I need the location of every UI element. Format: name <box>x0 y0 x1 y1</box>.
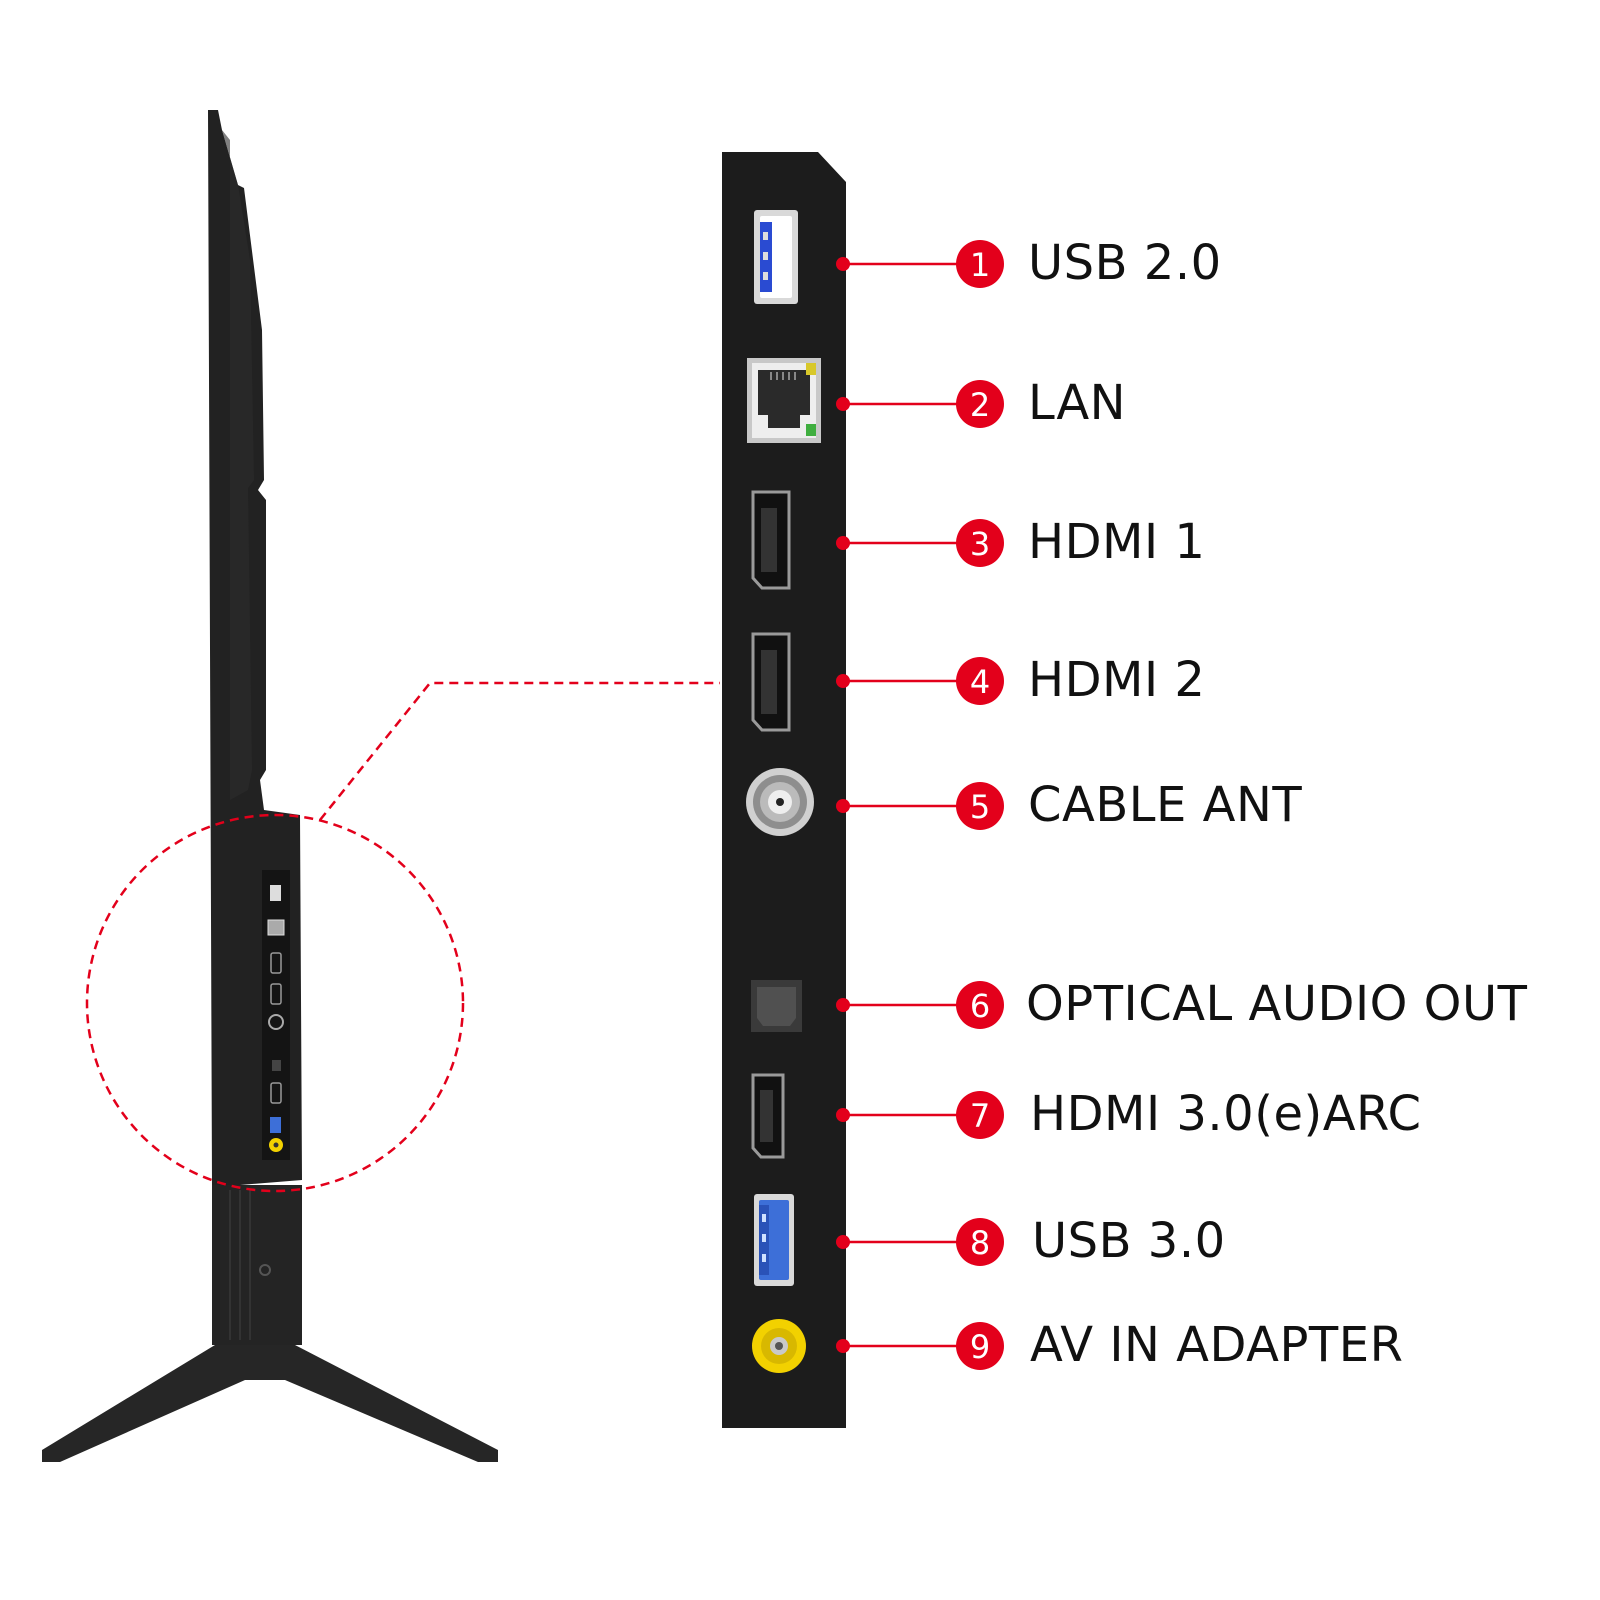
mini-port-optical <box>272 1060 281 1071</box>
connector-dot-5 <box>836 799 850 813</box>
port-connectors: 1 2 3 4 5 6 7 8 9 <box>836 240 1004 1370</box>
port-label-9: AV IN ADAPTER <box>1030 1317 1404 1373</box>
connector-dot-1 <box>836 257 850 271</box>
port-label-1: USB 2.0 <box>1028 235 1222 291</box>
port-label-2: LAN <box>1028 375 1127 431</box>
mini-port-coax <box>268 1014 284 1030</box>
port-number-badge-6 <box>956 981 1004 1029</box>
zoom-callout-leader <box>319 681 720 821</box>
port-label-6: OPTICAL AUDIO OUT <box>1026 976 1528 1032</box>
coax-port-icon <box>746 768 814 836</box>
port-number-badge-5 <box>956 782 1004 830</box>
hdmi-port-icon-2 <box>751 632 791 732</box>
port-number-badge-7 <box>956 1091 1004 1139</box>
tv-side-profile <box>42 110 498 1462</box>
port-label-8: USB 3.0 <box>1032 1213 1226 1269</box>
hdmi-port-icon-3 <box>751 1073 785 1159</box>
port-number-badge-1 <box>956 240 1004 288</box>
port-label-3: HDMI 1 <box>1028 514 1206 570</box>
port-number-badge-8 <box>956 1218 1004 1266</box>
port-number-1: 1 <box>970 246 990 284</box>
connector-dot-2 <box>836 397 850 411</box>
connector-dot-9 <box>836 1339 850 1353</box>
mini-port-hdmi1 <box>270 952 282 974</box>
mini-port-hdmi2 <box>270 983 282 1005</box>
port-number-9: 9 <box>970 1328 990 1366</box>
optical-port-icon <box>751 980 802 1032</box>
port-label-5: CABLE ANT <box>1028 777 1303 833</box>
port-number-5: 5 <box>970 788 990 826</box>
port-number-badge-3 <box>956 519 1004 567</box>
av-port-icon <box>752 1319 806 1373</box>
stand-feet <box>42 1345 498 1462</box>
mini-port-lan <box>267 919 285 936</box>
port-number-badge-4 <box>956 657 1004 705</box>
connector-dot-6 <box>836 998 850 1012</box>
port-number-2: 2 <box>970 386 990 424</box>
stand-screw <box>259 1264 271 1276</box>
stand-neck <box>212 1185 302 1345</box>
mini-port-usb2 <box>270 885 281 901</box>
hdmi-port-icon-1 <box>751 490 791 590</box>
mini-port-av-hole <box>273 1142 279 1148</box>
port-number-3: 3 <box>970 525 990 563</box>
connector-dot-8 <box>836 1235 850 1249</box>
stand-neck-ribs <box>229 1190 251 1340</box>
connector-dot-4 <box>836 674 850 688</box>
port-label-7: HDMI 3.0(e)ARC <box>1030 1086 1422 1142</box>
port-number-8: 8 <box>970 1224 990 1262</box>
tv-rear-edge <box>222 130 254 800</box>
port-label-4: HDMI 2 <box>1028 652 1206 708</box>
port-number-6: 6 <box>970 987 990 1025</box>
mini-port-usb3 <box>270 1117 281 1133</box>
zoom-callout-circle <box>85 813 465 1193</box>
port-number-4: 4 <box>970 663 990 701</box>
port-number-badge-2 <box>956 380 1004 428</box>
lan-port-icon <box>747 358 821 443</box>
mini-port-hdmi3 <box>270 1082 282 1104</box>
connector-dot-7 <box>836 1108 850 1122</box>
port-number-7: 7 <box>970 1097 990 1135</box>
port-number-badge-9 <box>956 1322 1004 1370</box>
connector-dot-3 <box>836 536 850 550</box>
usb-2-port-icon <box>754 210 798 304</box>
usb-3-port-icon <box>754 1194 794 1286</box>
